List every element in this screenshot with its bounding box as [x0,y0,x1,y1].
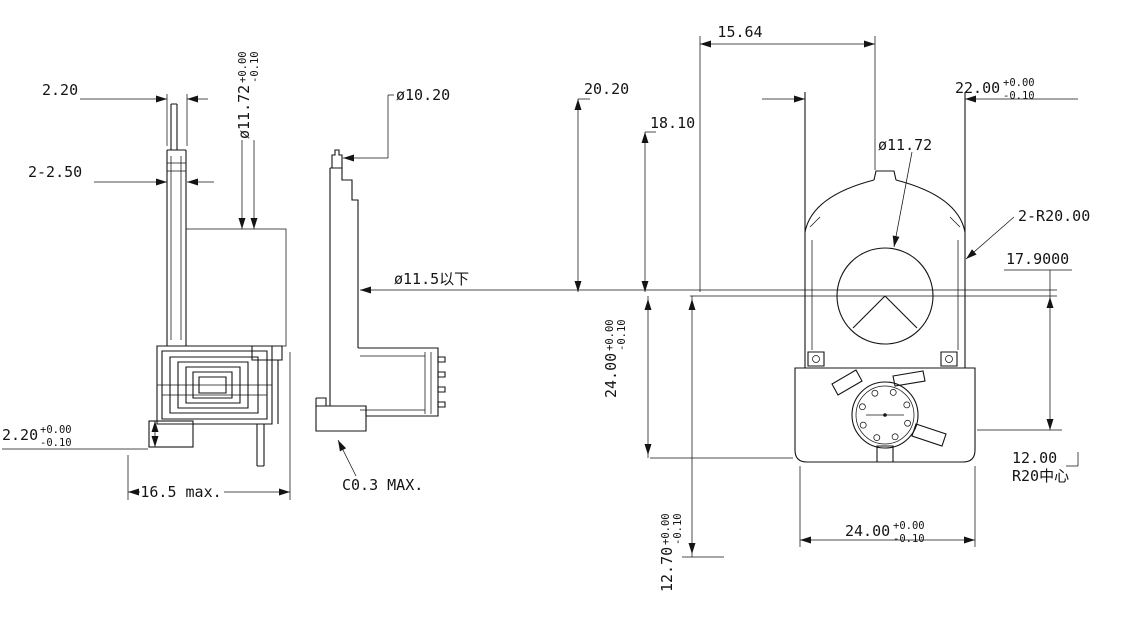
middle-view-dimensions: ø10.20 ø11.5以下 C0.3 MAX. [337,86,1057,494]
dim-radius-label: 2-R20.00 [1018,207,1090,225]
dim-shaft-dia-value: ø11.72 [235,85,253,139]
dim-shaft-dia-tol-plus: +0.00 [237,51,249,83]
left-view-gear-lines [157,384,272,396]
connector-pin [873,434,881,441]
left-view-pin-outline [170,103,178,150]
mid-view-block-detail [360,352,432,414]
dim-12-70-tol-plus: +0.00 [660,513,672,545]
dim-base-thickness-value: 2.20 [2,426,38,444]
dim-overall-length-label: 16.5 max. [140,483,221,501]
left-view-column-detail [167,156,186,340]
front-bore-wedge [852,295,918,329]
front-lower-block [794,367,976,463]
dim-12-00-label: 12.00 R20中心 [1012,449,1069,485]
dim-dia-11-72-label: ø11.72 [878,136,932,154]
connector-pins [859,389,911,441]
connector-pin [889,389,897,396]
dim-r20-center-note: R20中心 [1012,467,1069,485]
left-view-gear-stack [156,345,273,425]
front-corner-latches [807,351,958,367]
connector-pin [891,433,899,441]
connector-pin [903,401,911,409]
front-view-dimensions: 15.64 20.20 18.10 22.00 +0.00 -0.10 ø11.… [574,23,1090,592]
dim-chamfer-label: C0.3 MAX. [342,476,423,494]
mid-view-pin [331,149,343,168]
dim-24-00-bottom-value: 24.00 [845,522,890,540]
dim-base-thickness-label: 2.20 +0.00 -0.10 [2,424,72,449]
left-side-view [148,103,287,467]
left-dim-arrowheads [128,95,290,496]
dim-dia-top-label: ø10.20 [396,86,450,104]
mid-view-block [358,347,439,417]
dim-22-00-label: 22.00 +0.00 -0.10 [955,77,1035,102]
dim-shaft-dia-tol-minus: -0.10 [249,51,261,83]
dim-dia-max-label: ø11.5以下 [394,270,469,288]
left-view-dimensions: 2.20 2-2.50 ø11.72 +0.00 -0.10 2.20 +0.0… [2,51,291,501]
front-body-sides [804,92,966,368]
connector-inner-circle [855,385,915,445]
front-dome-detail [809,216,961,350]
dim-20-20-label: 20.20 [584,80,629,98]
front-latch-screw-left [812,355,820,363]
dim-24-00-left-tol-plus: +0.00 [604,319,616,351]
dim-slot-label: 2-2.50 [28,163,82,181]
left-view-column-outline [166,149,187,347]
left-view-cylinder-phantom [185,228,287,347]
dim-24-00-left-label: 24.00 +0.00 -0.10 [602,319,628,398]
connector-center-dot [883,413,887,417]
mid-view-terminal-pins [437,356,446,408]
left-view-appendage [251,345,283,467]
left-view-base-plate [148,420,194,448]
dim-22-00-value: 22.00 [955,79,1000,97]
dim-24-00-left-tol-minus: -0.10 [616,319,628,351]
connector-outer-circle [851,381,919,449]
dim-base-thickness-tol-minus: -0.10 [40,437,72,449]
mid-dim-lines [337,94,1057,477]
dim-22-00-tol-minus: -0.10 [1003,90,1035,102]
dim-width-top-label: 2.20 [42,81,78,99]
dim-base-thickness-tol-plus: +0.00 [40,424,72,436]
middle-side-view [315,149,446,432]
front-latch-screw-right [945,355,953,363]
connector-pin [859,421,867,429]
dim-22-00-tol-plus: +0.00 [1003,77,1035,89]
dim-12-70-value: 12.70 [658,547,676,592]
dim-12-70-label: 12.70 +0.00 -0.10 [658,513,684,592]
connector-pin [871,389,879,397]
dim-24-00-bottom-label: 24.00 +0.00 -0.10 [845,520,925,545]
dim-12-00-value: 12.00 [1012,449,1057,467]
dim-15-64-label: 15.64 [717,23,762,41]
dim-17-9000-label: 17.9000 [1006,250,1069,268]
dim-24-00-bottom-tol-plus: +0.00 [893,520,925,532]
connector-tabs [831,369,947,463]
front-dim-arrowheads [574,40,1054,554]
dim-18-10-label: 18.10 [650,114,695,132]
connector-pin [859,403,866,411]
mid-view-column [329,167,359,406]
front-dim-lines [577,36,1079,558]
front-dome [804,170,966,233]
dim-12-70-tol-minus: -0.10 [672,513,684,545]
connector-pin [904,419,911,427]
dim-24-00-left-value: 24.00 [602,353,620,398]
mid-view-base [315,397,367,432]
dim-shaft-dia-label: ø11.72 +0.00 -0.10 [235,51,261,139]
dim-24-00-bottom-tol-minus: -0.10 [893,533,925,545]
front-view [794,92,976,463]
